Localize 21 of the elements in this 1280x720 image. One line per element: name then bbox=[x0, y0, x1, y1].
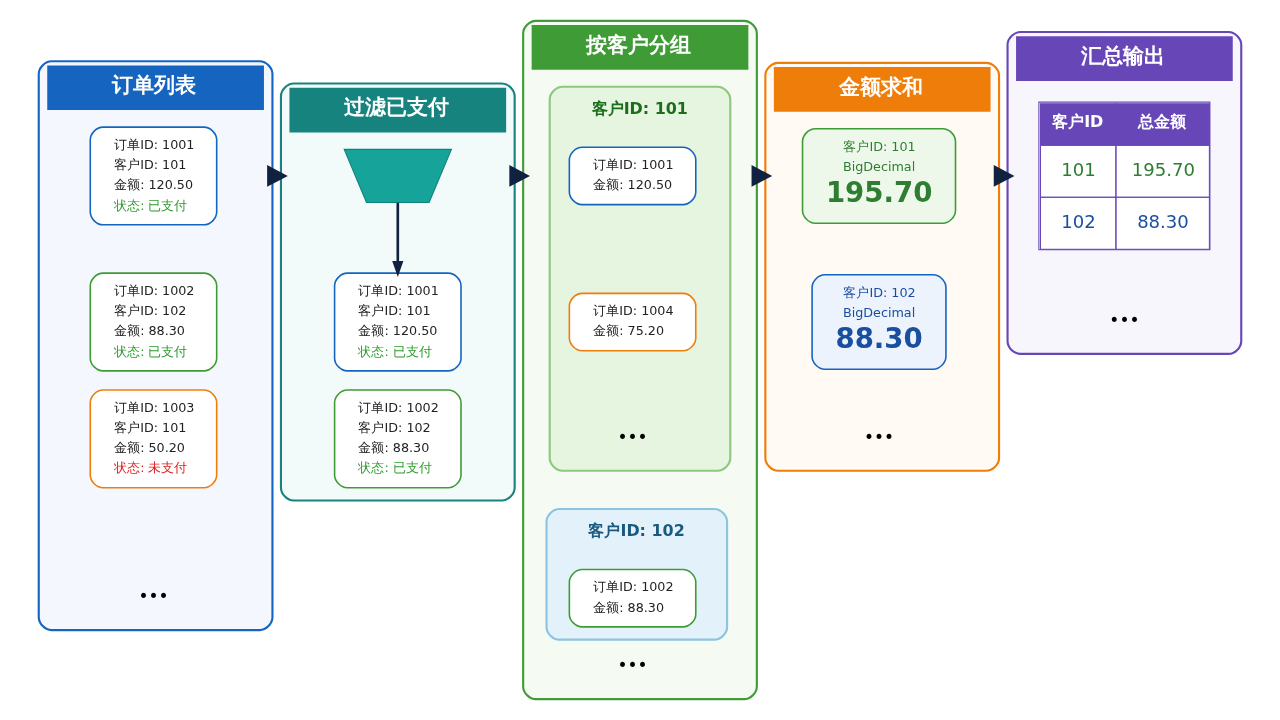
node-box: 订单ID: 1002 金额: 88.30 bbox=[568, 568, 697, 628]
node-box: 订单ID: 1004 金额: 75.20 bbox=[568, 292, 697, 352]
arrow bbox=[993, 165, 1015, 187]
node-box: 订单ID: 1001 客户ID: 101 金额: 120.50 状态: 已支付 bbox=[89, 126, 218, 226]
node-box: 订单ID: 1001 金额: 120.50 bbox=[568, 146, 697, 206]
arrow bbox=[267, 165, 288, 187]
arrow bbox=[392, 202, 404, 278]
node-box: 订单ID: 1001 客户ID: 101 金额: 120.50 状态: 已支付 bbox=[333, 272, 462, 372]
node-box: 订单ID: 1003 客户ID: 101 金额: 50.20 状态: 未支付 bbox=[89, 389, 218, 489]
node-box: 订单ID: 1002 客户ID: 102 金额: 88.30 状态: 已支付 bbox=[333, 389, 462, 489]
arrow bbox=[751, 165, 773, 187]
node-box: 客户ID: 102 BigDecimal 88.30 bbox=[811, 273, 947, 371]
arrow bbox=[509, 165, 530, 187]
node-box: 客户ID: 101 BigDecimal 195.70 bbox=[801, 127, 957, 225]
label: ••• bbox=[617, 655, 648, 676]
label: ••• bbox=[863, 426, 895, 447]
node-box: 订单ID: 1002 客户ID: 102 金额: 88.30 状态: 已支付 bbox=[89, 272, 218, 372]
label: ••• bbox=[617, 426, 648, 447]
label: ••• bbox=[1109, 310, 1140, 331]
node-funnel bbox=[343, 148, 453, 204]
label: ••• bbox=[138, 586, 169, 607]
